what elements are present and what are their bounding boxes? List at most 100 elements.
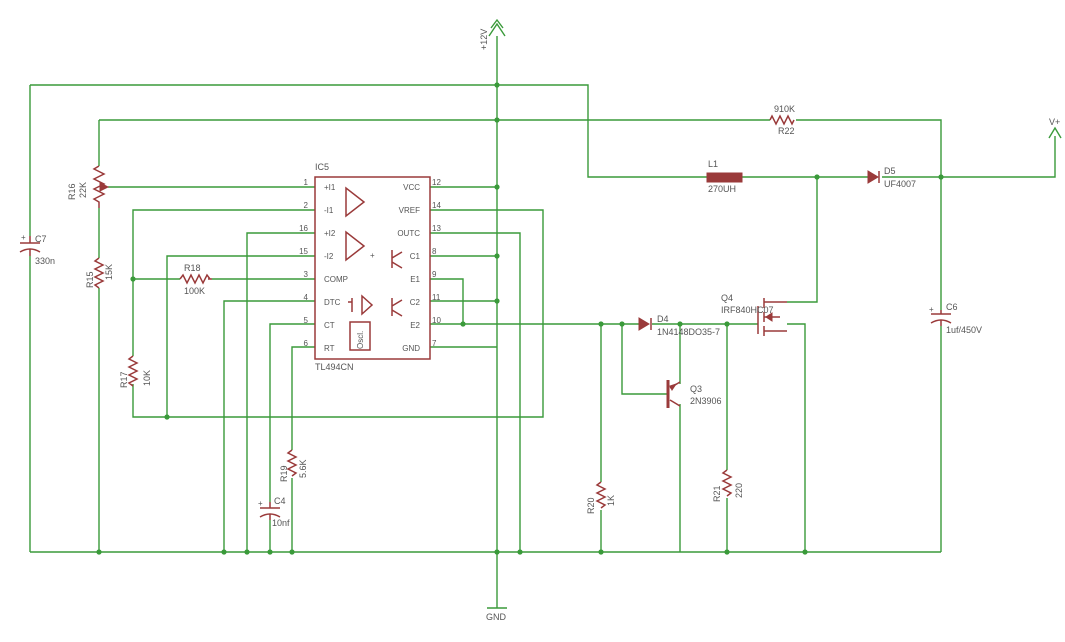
ic-pin-name: RT (324, 344, 335, 353)
junction (938, 174, 944, 180)
gnd-label: GND (486, 612, 507, 622)
resistor-r17: R17 10K (119, 355, 152, 388)
d5-value: UF4007 (884, 179, 916, 189)
r22-ref: R22 (778, 126, 795, 136)
ic-pin-number: 15 (299, 247, 308, 256)
junction (244, 549, 250, 555)
ic-pin-name: E2 (410, 321, 420, 330)
junction (130, 276, 136, 282)
resistor-r18: R18 100K (179, 263, 212, 296)
ic-pin-number: 4 (304, 293, 309, 302)
ic5-pins: 1+I12-I116+I215-I23COMP4DTC5CT6RT12VCC14… (299, 178, 441, 353)
ic-pin-number: 12 (432, 178, 441, 187)
ic5-ref: IC5 (315, 162, 329, 172)
c6-value: 1uf/450V (946, 325, 982, 335)
junction (814, 174, 820, 180)
vcc-supply-symbol: +12V (479, 18, 506, 50)
ic-pin-number: 10 (432, 316, 441, 325)
ic-pin-name: C2 (410, 298, 421, 307)
diode-d5: D5 UF4007 (867, 166, 916, 189)
r18-value: 100K (184, 286, 205, 296)
capacitor-c7: + C7 330n (19, 233, 55, 266)
ground-symbol: GND (486, 607, 507, 622)
ic-pin-number: 9 (432, 270, 437, 279)
transistor-q3: Q3 2N3906 (666, 380, 722, 408)
inductor-l1: L1 270UH (706, 159, 743, 194)
ic-pin-name: COMP (324, 275, 348, 284)
junction (598, 321, 604, 327)
junction (494, 82, 500, 88)
r17-value: 10K (142, 370, 152, 386)
junction (267, 549, 273, 555)
junction (494, 184, 500, 190)
junction (289, 549, 295, 555)
junction (802, 549, 808, 555)
ic-pin-number: 6 (304, 339, 309, 348)
ic5-tl494: IC5 TL494CN Oscl. + 1+I12-I116+I215-I23C… (299, 162, 441, 372)
l1-ref: L1 (708, 159, 718, 169)
ic-pin-name: +I1 (324, 183, 336, 192)
r19-ref: R19 (279, 465, 289, 482)
ic-pin-number: 14 (432, 201, 441, 210)
q4-ref: Q4 (721, 293, 733, 303)
ic-pin-name: C1 (410, 252, 421, 261)
ic-pin-name: VCC (403, 183, 420, 192)
ic-pin-name: VREF (399, 206, 420, 215)
junction (619, 321, 625, 327)
r19-value: 5.6K (298, 459, 308, 478)
ic-pin-name: -I2 (324, 252, 334, 261)
ic-pin-name: OUTC (397, 229, 420, 238)
ic-pin-name: +I2 (324, 229, 336, 238)
d4-ref: D4 (657, 314, 669, 324)
junction (96, 549, 102, 555)
r21-ref: R21 (712, 485, 722, 502)
ic-pin-number: 11 (432, 293, 441, 302)
ic-pin-number: 13 (432, 224, 441, 233)
ic-pin-name: GND (402, 344, 420, 353)
junction (164, 414, 170, 420)
q3-ref: Q3 (690, 384, 702, 394)
ic-pin-name: -I1 (324, 206, 334, 215)
diode-d4: D4 1N4148DO35-7 (638, 314, 720, 337)
junction (494, 117, 500, 123)
svg-text:+: + (370, 251, 375, 260)
ic-pin-number: 8 (432, 247, 437, 256)
r15-value: 15K (104, 264, 114, 280)
osc-label: Oscl. (356, 331, 365, 349)
ic-pin-number: 2 (304, 201, 309, 210)
junction (494, 298, 500, 304)
r20-value: 1K (606, 495, 616, 506)
svg-text:+: + (929, 305, 934, 314)
junction (494, 549, 500, 555)
r15-ref: R15 (85, 271, 95, 288)
junction (460, 321, 466, 327)
junction (724, 321, 730, 327)
r18-ref: R18 (184, 263, 201, 273)
ic-pin-name: CT (324, 321, 335, 330)
ic-pin-number: 3 (304, 270, 309, 279)
r21-value: 220 (734, 483, 744, 498)
c6-ref: C6 (946, 302, 958, 312)
junctions (96, 82, 944, 555)
d5-ref: D5 (884, 166, 896, 176)
resistor-r21: R21 220 (712, 469, 744, 502)
c7-value: 330n (35, 256, 55, 266)
ic-pin-number: 7 (432, 339, 437, 348)
capacitor-c4: + C4 10nf (258, 496, 290, 528)
potentiometer-r16: R16 22K (67, 165, 110, 208)
c4-ref: C4 (274, 496, 286, 506)
l1-value: 270UH (708, 184, 736, 194)
junction (724, 549, 730, 555)
ic5-part: TL494CN (315, 362, 354, 372)
junction (677, 321, 683, 327)
r16-ref: R16 (67, 183, 77, 200)
junction (517, 549, 523, 555)
junction (494, 253, 500, 259)
capacitor-c6: + C6 1uf/450V (929, 302, 982, 335)
junction (598, 549, 604, 555)
vout-supply-symbol: V+ (1048, 117, 1062, 139)
c4-value: 10nf (272, 518, 290, 528)
ic-pin-number: 1 (304, 178, 309, 187)
wires (29, 36, 1056, 608)
